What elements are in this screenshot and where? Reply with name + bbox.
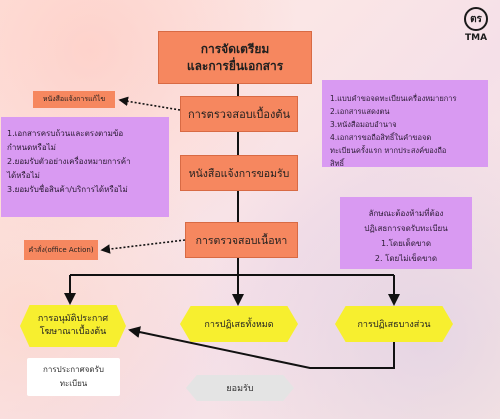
tma-logo: ตร TMA — [459, 7, 493, 51]
office-action-label: คำสั่ง(office Action) — [24, 240, 98, 260]
prohibited-line: 2. โดยไม่เข็ดขาด — [374, 254, 438, 263]
title-line-2: และการยื่นเอกสาร — [186, 58, 284, 73]
criteria-line: 1.เอกสารครบถ้วนและตรงตามข้อ — [7, 129, 124, 138]
doc-line: สิทธิ์ — [330, 159, 345, 168]
substantive-exam-box: การตรวจสอบเนื้อหา — [185, 222, 298, 258]
initial-check-box: การตรวจสอบเบื้องต้น — [180, 96, 298, 132]
required-documents-box: 1.แบบคำขอจดทะเบียนเครื่องหมายการ 2.เอกสา… — [322, 80, 488, 168]
prohibited-line: ปฏิเสธการจดรับทะเบียน — [364, 224, 448, 233]
prohibited-characteristics-box: ลักษณะต้องห้ามที่ต้อง ปฏิเสธการจดรับทะเบ… — [340, 197, 472, 269]
criteria-line: 2.ยอมรับตัวอย่างเครื่องหมายการค้า — [7, 157, 131, 166]
correction-notice-label: หนังสือแจ้งการแก้ไข — [33, 91, 115, 108]
criteria-line: 3.ยอมรับชื่อสินค้า/บริการได้หรือไม่ — [7, 185, 128, 194]
initial-check-criteria-box: 1.เอกสารครบถ้วนและตรงตามข้อ กำหนดหรือไม่… — [1, 117, 169, 217]
accept-box: ยอมรับ — [186, 375, 294, 401]
doc-line: 4.เอกสารขอถือสิทธิ์ในคำขอจด — [330, 133, 432, 142]
doc-line: 2.เอกสารแสดงตน — [330, 107, 390, 116]
approved-publication-hex: การอนุมัติประกาศ โฆษาณาเบื้องต้น — [20, 305, 126, 347]
criteria-line: ได้หรือไม่ — [7, 171, 40, 180]
registration-line-1: การประกาศจดรับ — [43, 365, 104, 374]
registration-notice-box: การประกาศจดรับ ทะเบียน — [27, 358, 120, 396]
registration-line-2: ทะเบียน — [59, 379, 88, 388]
criteria-line: กำหนดหรือไม่ — [7, 143, 56, 152]
logo-text: TMA — [464, 33, 488, 43]
acceptance-notice-box: หนังสือแจ้งการขอมรับ — [180, 155, 298, 191]
rejected-all-hex: การปฏิเสธทั้งหมด — [180, 306, 298, 342]
title-box: การจัดเตรียม และการยื่นเอกสาร — [158, 31, 312, 84]
prohibited-line: ลักษณะต้องห้ามที่ต้อง — [368, 209, 444, 218]
rejected-partial-hex: การปฏิเสธบางส่วน — [335, 306, 453, 342]
doc-line: ทะเบียนครั้งแรก หากประสงค์ของถือ — [330, 146, 447, 155]
logo-mark: ตร — [464, 7, 488, 31]
doc-line: 1.แบบคำขอจดทะเบียนเครื่องหมายการ — [330, 94, 457, 103]
doc-line: 3.หนังสือมอบอำนาจ — [330, 120, 397, 129]
title-line-1: การจัดเตรียม — [200, 41, 270, 56]
approved-line-2: โฆษาณาเบื้องต้น — [39, 327, 107, 337]
prohibited-line: 1.โดยเด็ดขาด — [380, 239, 432, 248]
approved-line-1: การอนุมัติประกาศ — [37, 314, 109, 324]
